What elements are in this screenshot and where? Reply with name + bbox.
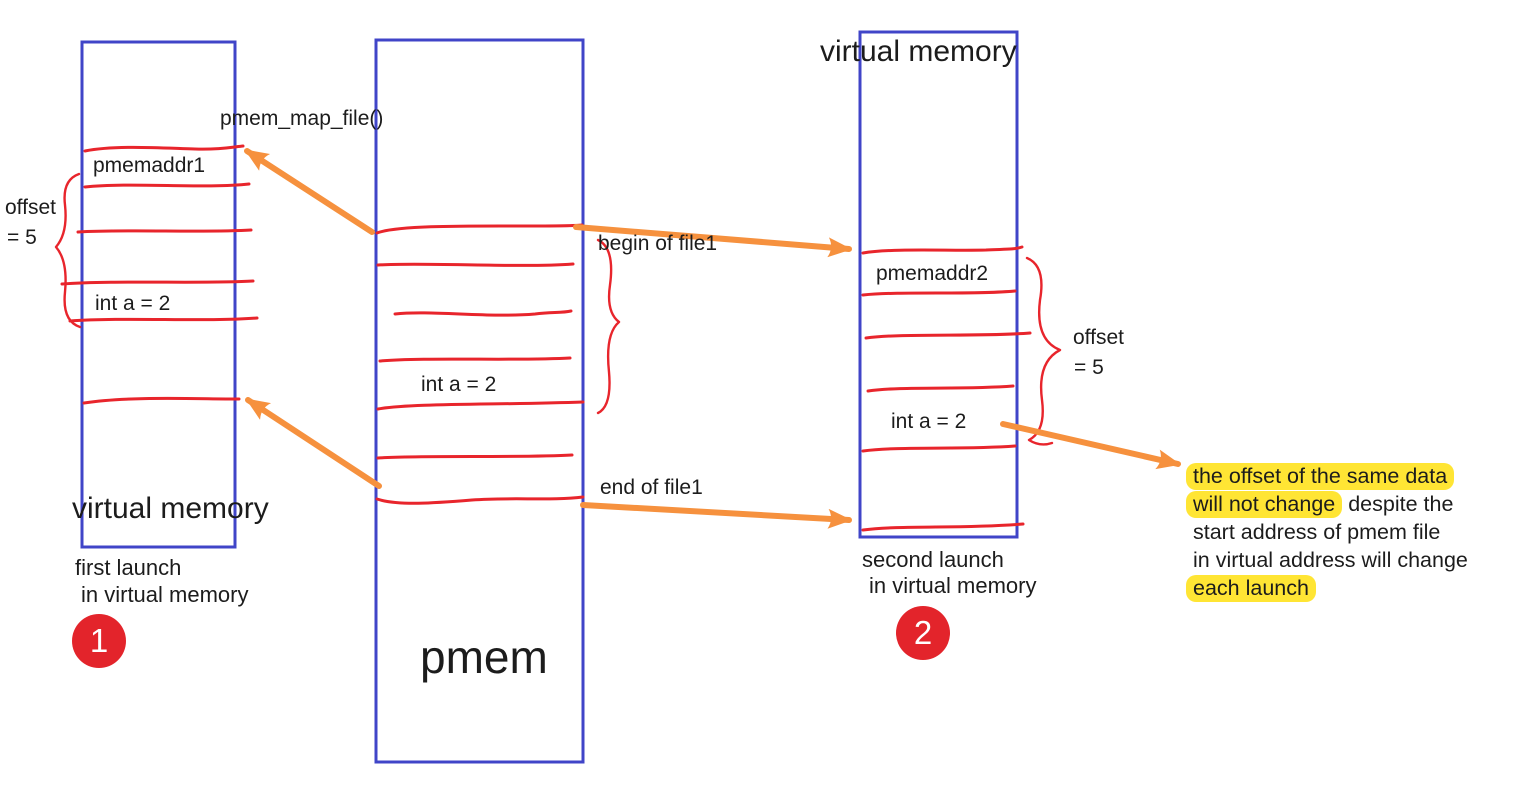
right-box-cell-line	[861, 522, 1025, 532]
left-box-cell-line	[82, 396, 241, 405]
left-box-cell-line	[83, 182, 251, 189]
step-2-badge: 2	[896, 606, 950, 660]
arrow-begin-of-file1	[573, 224, 852, 258]
step-1-badge: 1	[72, 614, 126, 668]
right-box-cell-line	[861, 289, 1017, 297]
arrow-pmem-map-file	[244, 148, 375, 235]
pmem-map-file-label: pmem_map_file()	[220, 107, 384, 130]
left-offset-label: offset	[5, 196, 56, 219]
right-int-a-label: int a = 2	[891, 410, 967, 433]
pmem-box-cell-line	[376, 400, 585, 411]
arrow-pmem-to-first-launch	[245, 397, 382, 489]
right-box-cell-line	[861, 444, 1017, 453]
left-box-cell-line	[68, 316, 259, 323]
pmem-box-cell-line	[376, 453, 574, 460]
offset-note: the offset of the same data will not cha…	[1186, 462, 1523, 602]
note-line2-rest: despite the	[1342, 492, 1454, 516]
right-box-cell-line	[866, 384, 1015, 393]
right-offset-value: = 5	[1074, 356, 1104, 379]
right-offset-brace	[1025, 256, 1062, 446]
note-line1-highlighted: the offset of the same data	[1186, 463, 1455, 490]
note-line5-highlighted: each launch	[1186, 575, 1316, 602]
left-caption-line2: in virtual memory	[81, 582, 249, 607]
pmemaddr2-label: pmemaddr2	[876, 262, 989, 285]
first-launch-virtual-memory-box	[80, 40, 237, 549]
pmem-box-cell-line	[375, 495, 585, 505]
pmem-box-cell-line	[375, 223, 584, 235]
right-box-cell-line	[861, 245, 1024, 255]
right-box-title: virtual memory	[820, 35, 1017, 68]
left-int-a-label: int a = 2	[95, 292, 171, 315]
arrow-end-of-file1	[580, 502, 852, 529]
begin-of-file1-label: begin of file1	[598, 232, 718, 255]
end-of-file1-label: end of file1	[600, 476, 703, 499]
pmem-box-cell-line	[378, 356, 572, 363]
note-line4: in virtual address will change	[1193, 548, 1468, 572]
note-line3: start address of pmem file	[1193, 520, 1441, 544]
file1-span-brace	[596, 238, 621, 415]
left-box-cell-line	[83, 144, 245, 153]
right-offset-label: offset	[1073, 326, 1124, 349]
note-line2-highlighted: will not change	[1186, 491, 1343, 518]
left-offset-brace	[54, 172, 82, 329]
pmem-box-cell-line	[376, 262, 575, 267]
right-caption-line2: in virtual memory	[869, 573, 1037, 598]
arrow-int-a-to-note	[1000, 421, 1181, 470]
right-caption-line1: second launch	[862, 547, 1004, 572]
left-offset-value: = 5	[7, 226, 37, 249]
pmem-box-cell-line	[393, 309, 573, 317]
left-box-cell-line	[76, 228, 253, 234]
pmem-box-title: pmem	[420, 631, 548, 683]
left-box-cell-line	[60, 279, 255, 286]
pmem-int-a-label: int a = 2	[421, 373, 497, 396]
pmemaddr1-label: pmemaddr1	[93, 154, 206, 177]
left-box-title: virtual memory	[72, 492, 269, 525]
second-launch-virtual-memory-box	[858, 30, 1019, 539]
left-caption-line1: first launch	[75, 555, 182, 580]
right-box-cell-line	[864, 331, 1032, 340]
